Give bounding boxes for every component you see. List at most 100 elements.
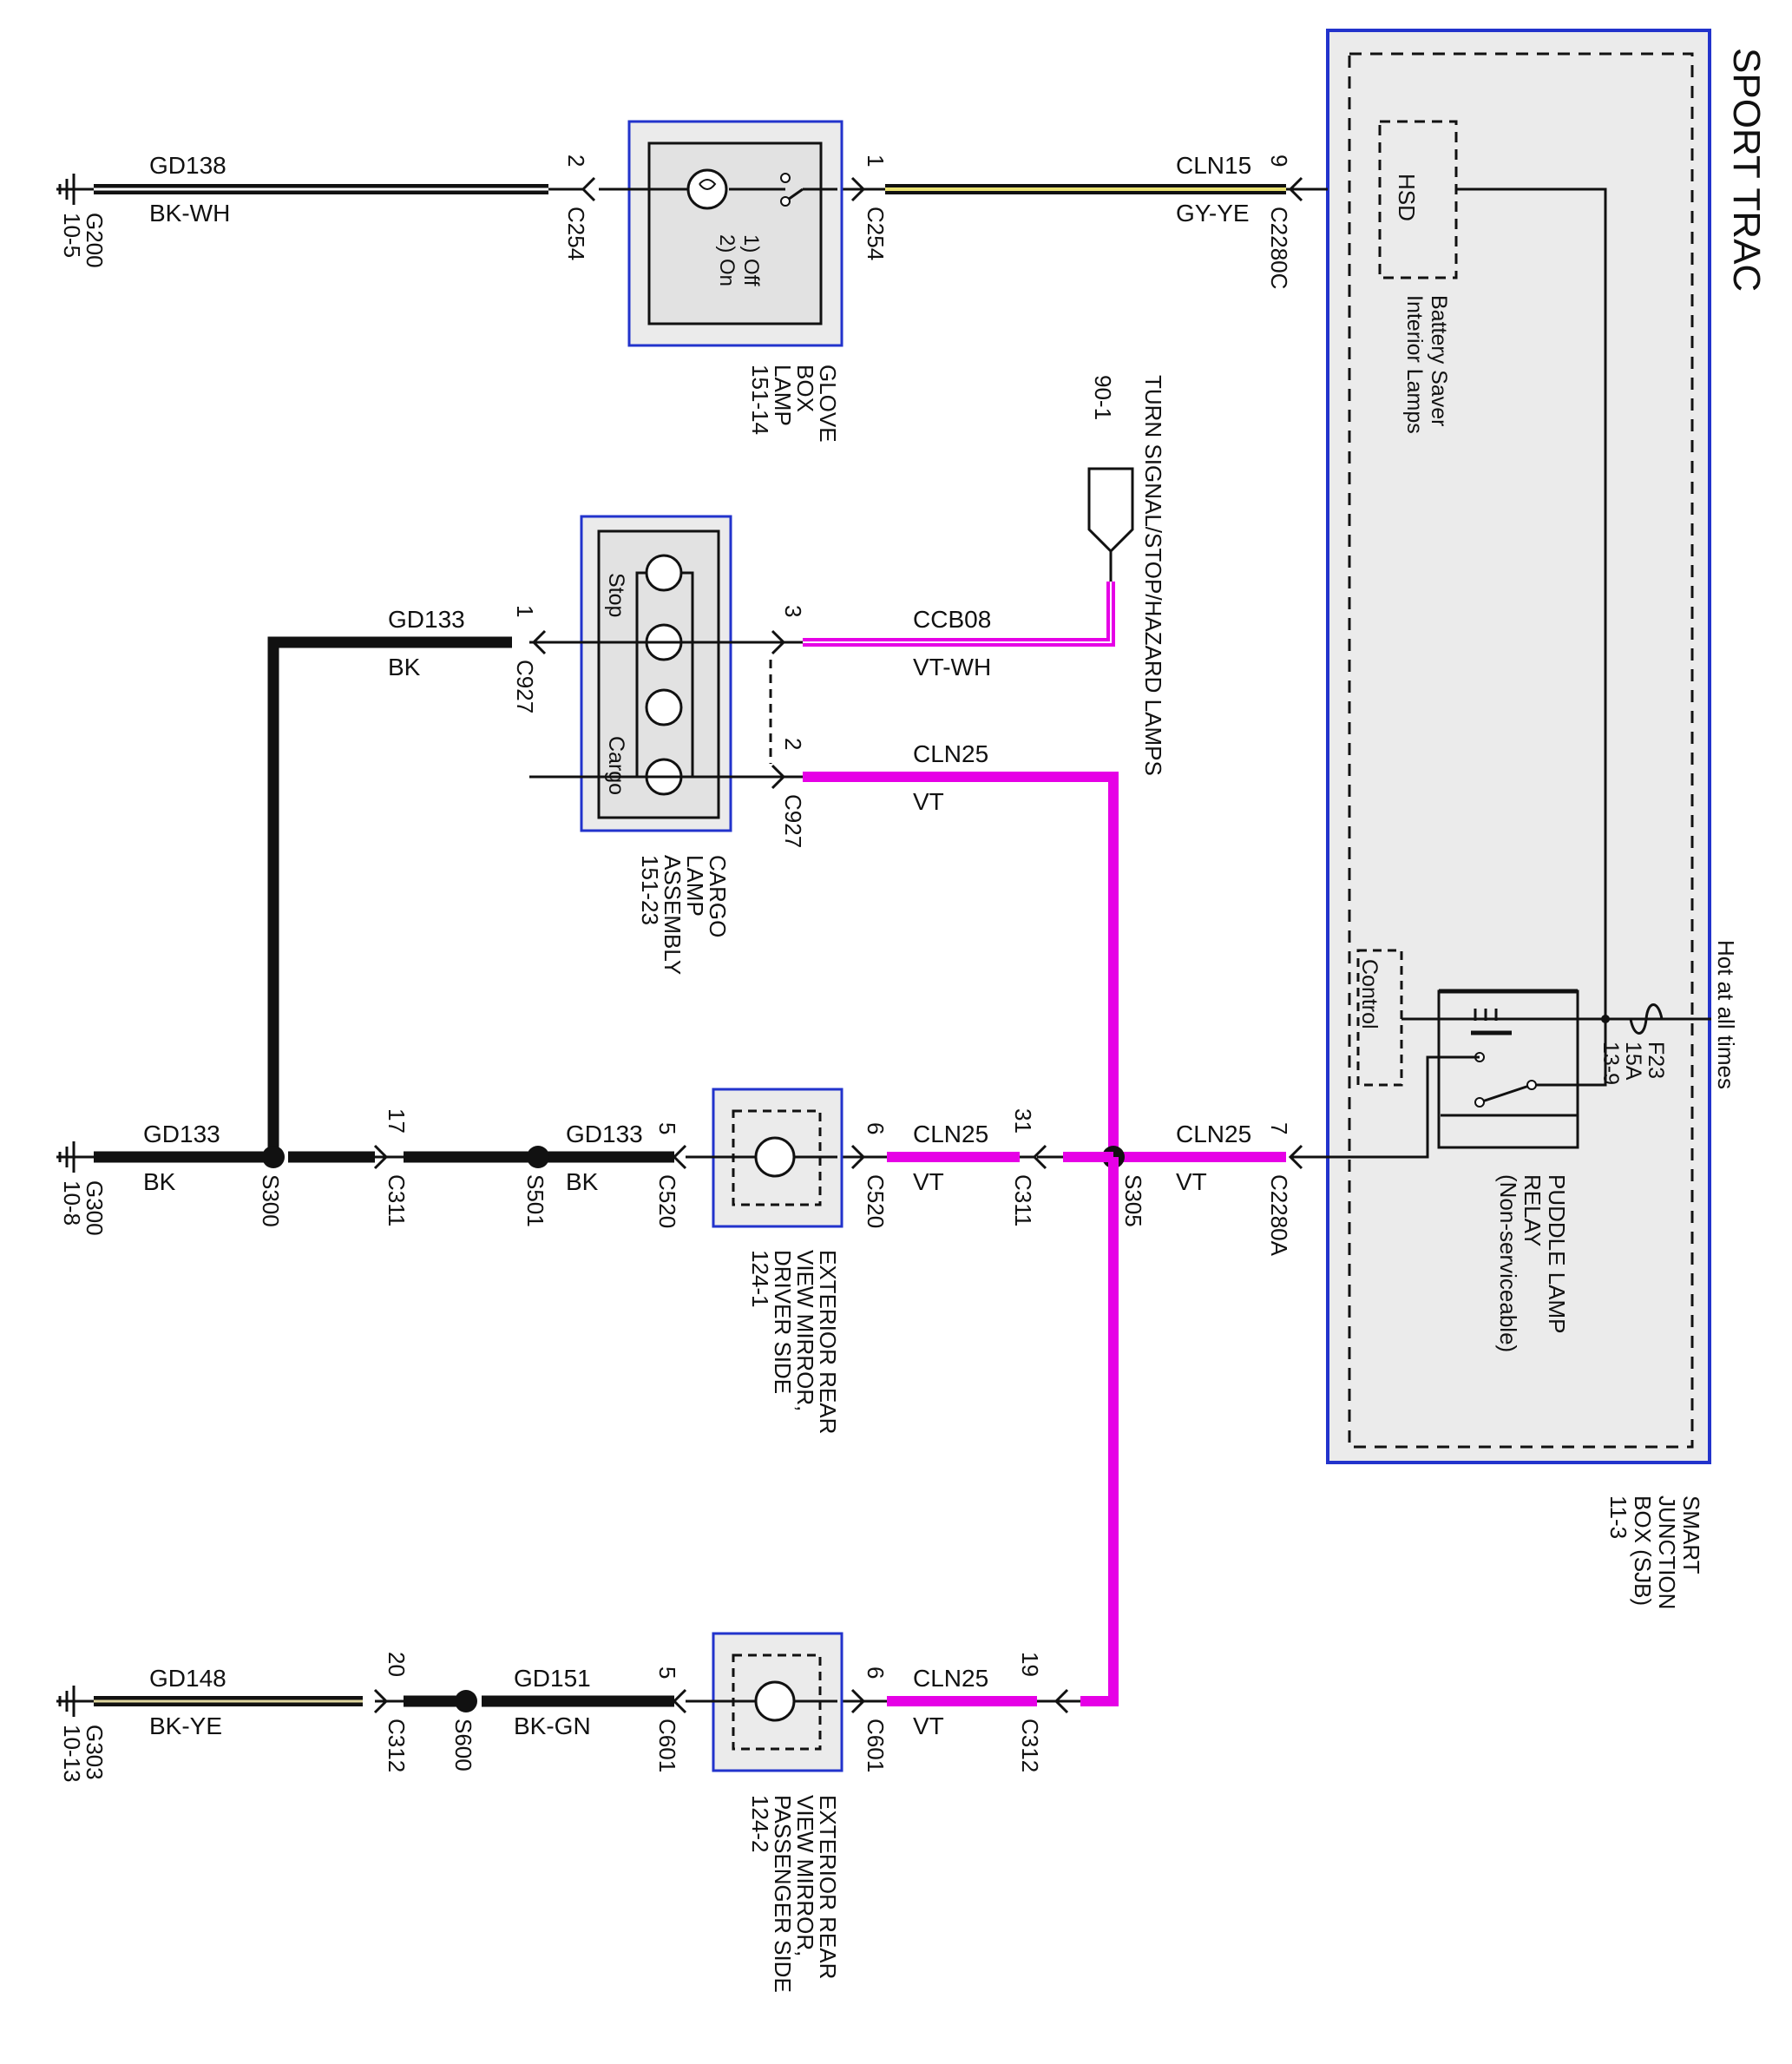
c927-2-pin: 2 [780, 738, 806, 750]
c2280c-pin: 9 [1266, 154, 1292, 167]
c254-1-pin: 1 [863, 154, 889, 167]
s300-label: S300 [258, 1174, 284, 1227]
driver-mirror-circuit: 7 C2280A CLN25 VT S305 31 C311 CLN25 VT … [56, 1088, 1310, 1434]
c311-31-pin: 31 [1010, 1108, 1036, 1134]
c601-6-pin: 6 [863, 1666, 889, 1679]
pass-mirror-name-3: PASSENGER SIDE [770, 1795, 796, 1993]
pass-mirror-name-2: VIEW MIRROR, [792, 1795, 818, 1956]
ccb08-label: CCB08 [913, 606, 991, 633]
cln25-cargo-label: CLN25 [913, 740, 988, 767]
glove-name-1: GLOVE [815, 365, 841, 443]
gd133-drv-color: BK [566, 1168, 599, 1195]
cargo-stop-label: Stop [604, 573, 628, 617]
c311-31-label: C311 [1010, 1174, 1036, 1226]
s305-label: S305 [1120, 1174, 1146, 1227]
gd138-color: BK-WH [149, 200, 230, 227]
cln25-drv-color: VT [913, 1168, 944, 1195]
gd151-label: GD151 [514, 1665, 591, 1692]
drv-mirror-name-2: VIEW MIRROR, [792, 1250, 818, 1411]
ccb08-color: VT-WH [913, 654, 991, 680]
pass-mirror-name-4: 124-2 [747, 1795, 773, 1853]
hot-label: Hot at all times [1713, 940, 1739, 1089]
gd133-cargo-color: BK [388, 654, 421, 680]
c520-6-pin: 6 [863, 1122, 889, 1134]
cln25-sjb-color: VT [1176, 1168, 1207, 1195]
c312-19-label: C312 [1017, 1719, 1043, 1772]
turn-signal-circuit: TURN SIGNAL/STOP/HAZARD LAMPS 90-1 CCB08… [803, 375, 1166, 776]
c520-5-label: C520 [654, 1174, 680, 1228]
battery-saver-label-2: Interior Lamps [1402, 295, 1427, 434]
c311-17-label: C311 [384, 1174, 410, 1226]
driver-mirror-bulb-icon [754, 1136, 796, 1178]
c254-2-label: C254 [563, 207, 589, 260]
drv-mirror-name-3: DRIVER SIDE [770, 1250, 796, 1394]
cargo-name-3: ASSEMBLY [660, 855, 686, 975]
cln25-cargo-color: VT [913, 788, 944, 815]
gd148-label: GD148 [149, 1665, 226, 1692]
page-title: SPORT TRAC [1725, 48, 1768, 292]
c927-1-pin: 1 [512, 605, 538, 617]
gd138-label: GD138 [149, 152, 226, 179]
hsd-feed-wire [1456, 187, 1607, 1019]
wire-cln25-to-passenger [1080, 1157, 1119, 1706]
cln15-label: CLN15 [1176, 152, 1251, 179]
c927-3-pin: 3 [780, 605, 806, 617]
cargo-cargo-label: Cargo [604, 736, 628, 795]
gd133-g300-label: GD133 [143, 1121, 220, 1147]
cln25-pass-color: VT [913, 1712, 944, 1739]
drv-mirror-name-4: 124-1 [747, 1250, 773, 1308]
sjb-inner-frame [1348, 52, 1694, 1449]
s600-label: S600 [450, 1719, 476, 1771]
cargo-lamp-circuit: 3 Stop Cargo CARGO LAMP ASSEMBLY 151-23 … [267, 515, 1119, 1157]
g300-ref: 10-8 [59, 1180, 85, 1226]
smart-junction-box: SMART JUNCTION BOX (SJB) 11-3 HSD Batter… [1310, 29, 1739, 1609]
c2280a-label: C2280A [1266, 1174, 1292, 1257]
fuse-label-2: 15A [1621, 1042, 1645, 1081]
g200-label: G200 [82, 213, 108, 268]
turn-signal-ref: 90-1 [1090, 375, 1116, 420]
g303-ref: 10-13 [59, 1725, 85, 1783]
cln25-drv-label: CLN25 [913, 1121, 988, 1147]
drv-mirror-name-1: EXTERIOR REAR [815, 1250, 841, 1434]
s501-label: S501 [522, 1174, 548, 1227]
c254-2-pin: 2 [563, 154, 589, 167]
hsd-box [1378, 120, 1458, 279]
c601-5-label: C601 [654, 1719, 680, 1772]
sjb-name-4: 11-3 [1605, 1495, 1631, 1539]
c520-6-label: C520 [863, 1174, 889, 1228]
c312-20-pin: 20 [384, 1652, 410, 1677]
relay-contact-icon [1479, 1083, 1533, 1104]
cargo-bulb-3-icon [645, 688, 683, 726]
c254-1-label: C254 [863, 207, 889, 260]
wire-gd133-cargo [267, 636, 512, 1157]
glove-name-3: LAMP [770, 365, 796, 426]
gd133-g300-color: BK [143, 1168, 176, 1195]
c927-2-label: C927 [780, 794, 806, 848]
control-box [1356, 949, 1403, 1087]
c2280a-pin: 7 [1266, 1122, 1292, 1134]
relay-output-wire [1310, 1055, 1480, 1159]
passenger-mirror-circuit: 19 C312 CLN25 VT 6 C601 EXTERIOR REAR VI… [56, 1157, 1119, 1993]
gd133-drv-label: GD133 [566, 1121, 643, 1147]
turn-signal-connector-icon [1087, 467, 1134, 554]
pass-mirror-name-1: EXTERIOR REAR [815, 1795, 841, 1979]
cargo-name-4: 151-23 [637, 855, 663, 925]
fuse-label-1: F23 [1644, 1042, 1668, 1079]
glove-switch-state-2: 2) On [715, 234, 738, 286]
ground-icon [58, 1686, 75, 1717]
gd148-color: BK-YE [149, 1712, 222, 1739]
battery-saver-label-1: Battery Saver [1427, 295, 1451, 426]
c601-5-pin: 5 [654, 1666, 680, 1679]
glove-name-4: 151-14 [747, 365, 773, 435]
g300-label: G300 [82, 1180, 108, 1236]
c927-1-label: C927 [512, 660, 538, 713]
wire-cln25-cargo [803, 772, 1119, 1157]
passenger-mirror-bulb-icon [754, 1680, 796, 1722]
hsd-label: HSD [1394, 174, 1420, 221]
fuse-label-3: 13-9 [1598, 1042, 1623, 1085]
relay-label-1: PUDDLE LAMP [1544, 1174, 1570, 1334]
turn-signal-name: TURN SIGNAL/STOP/HAZARD LAMPS [1140, 375, 1166, 776]
relay-label-2: RELAY [1520, 1174, 1546, 1246]
cln25-pass-label: CLN25 [913, 1665, 988, 1692]
